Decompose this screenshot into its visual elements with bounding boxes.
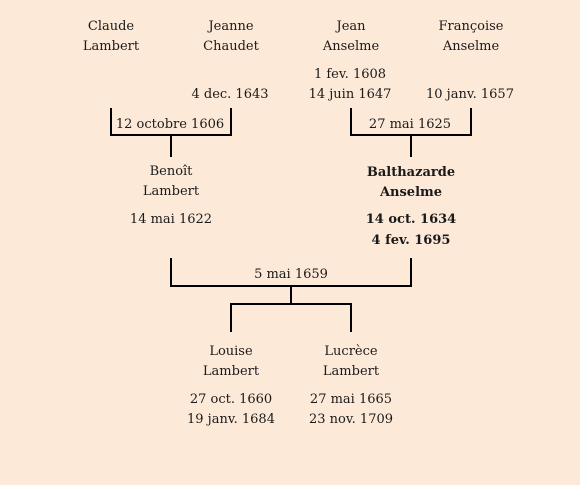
person-claude-lambert: Claude Lambert [61,17,161,57]
death-date-lucrece-lambert: 23 nov. 1709 [308,412,394,427]
person-francoise-anselme: Françoise Anselme [421,17,521,57]
last-name: Lambert [142,184,200,199]
birth-date-louise-lambert: 27 oct. 1660 [189,392,273,407]
first-name: Claude [87,19,135,34]
children-fork [230,303,352,332]
marriage-date-lambert-chaudet: 12 octobre 1606 [115,117,225,132]
birth-date-jean-anselme: 1 fev. 1608 [313,67,387,82]
death-date-louise-lambert: 19 janv. 1684 [187,412,275,427]
marriage-date-lambert-anselme: 5 mai 1659 [254,267,328,282]
death-date-jean-anselme: 14 juin 1647 [308,87,392,102]
first-name: Lucrèce [324,344,378,359]
last-name: Lambert [322,364,380,379]
last-name: Anselme [379,185,443,200]
marriage-date-anselme-anselme: 27 mai 1625 [368,117,452,132]
person-balthazarde-anselme: Balthazarde Anselme [346,163,476,203]
last-name: Anselme [322,39,380,54]
birth-date-benoit-lambert: 14 mai 1622 [129,212,213,227]
birth-date-lucrece-lambert: 27 mai 1665 [309,392,393,407]
last-name: Anselme [442,39,500,54]
person-jean-anselme: Jean Anselme [301,17,401,57]
death-date-francoise-anselme: 10 janv. 1657 [426,87,514,102]
first-name: Louise [209,344,253,359]
birth-date-balthazarde-anselme: 14 oct. 1634 [365,212,457,227]
first-name: Jean [336,19,366,34]
person-lucrece-lambert: Lucrèce Lambert [291,342,411,382]
last-name: Lambert [202,364,260,379]
first-name: Jeanne [208,19,254,34]
death-date-balthazarde-anselme: 4 fev. 1695 [371,233,451,248]
person-benoit-lambert: Benoît Lambert [111,162,231,202]
death-date-jeanne-chaudet: 4 dec. 1643 [191,87,269,102]
last-name: Lambert [82,39,140,54]
last-name: Chaudet [203,39,259,54]
first-name: Balthazarde [366,165,456,180]
first-name: Benoît [149,164,193,179]
person-jeanne-chaudet: Jeanne Chaudet [181,17,281,57]
person-louise-lambert: Louise Lambert [171,342,291,382]
first-name: Françoise [438,19,504,34]
